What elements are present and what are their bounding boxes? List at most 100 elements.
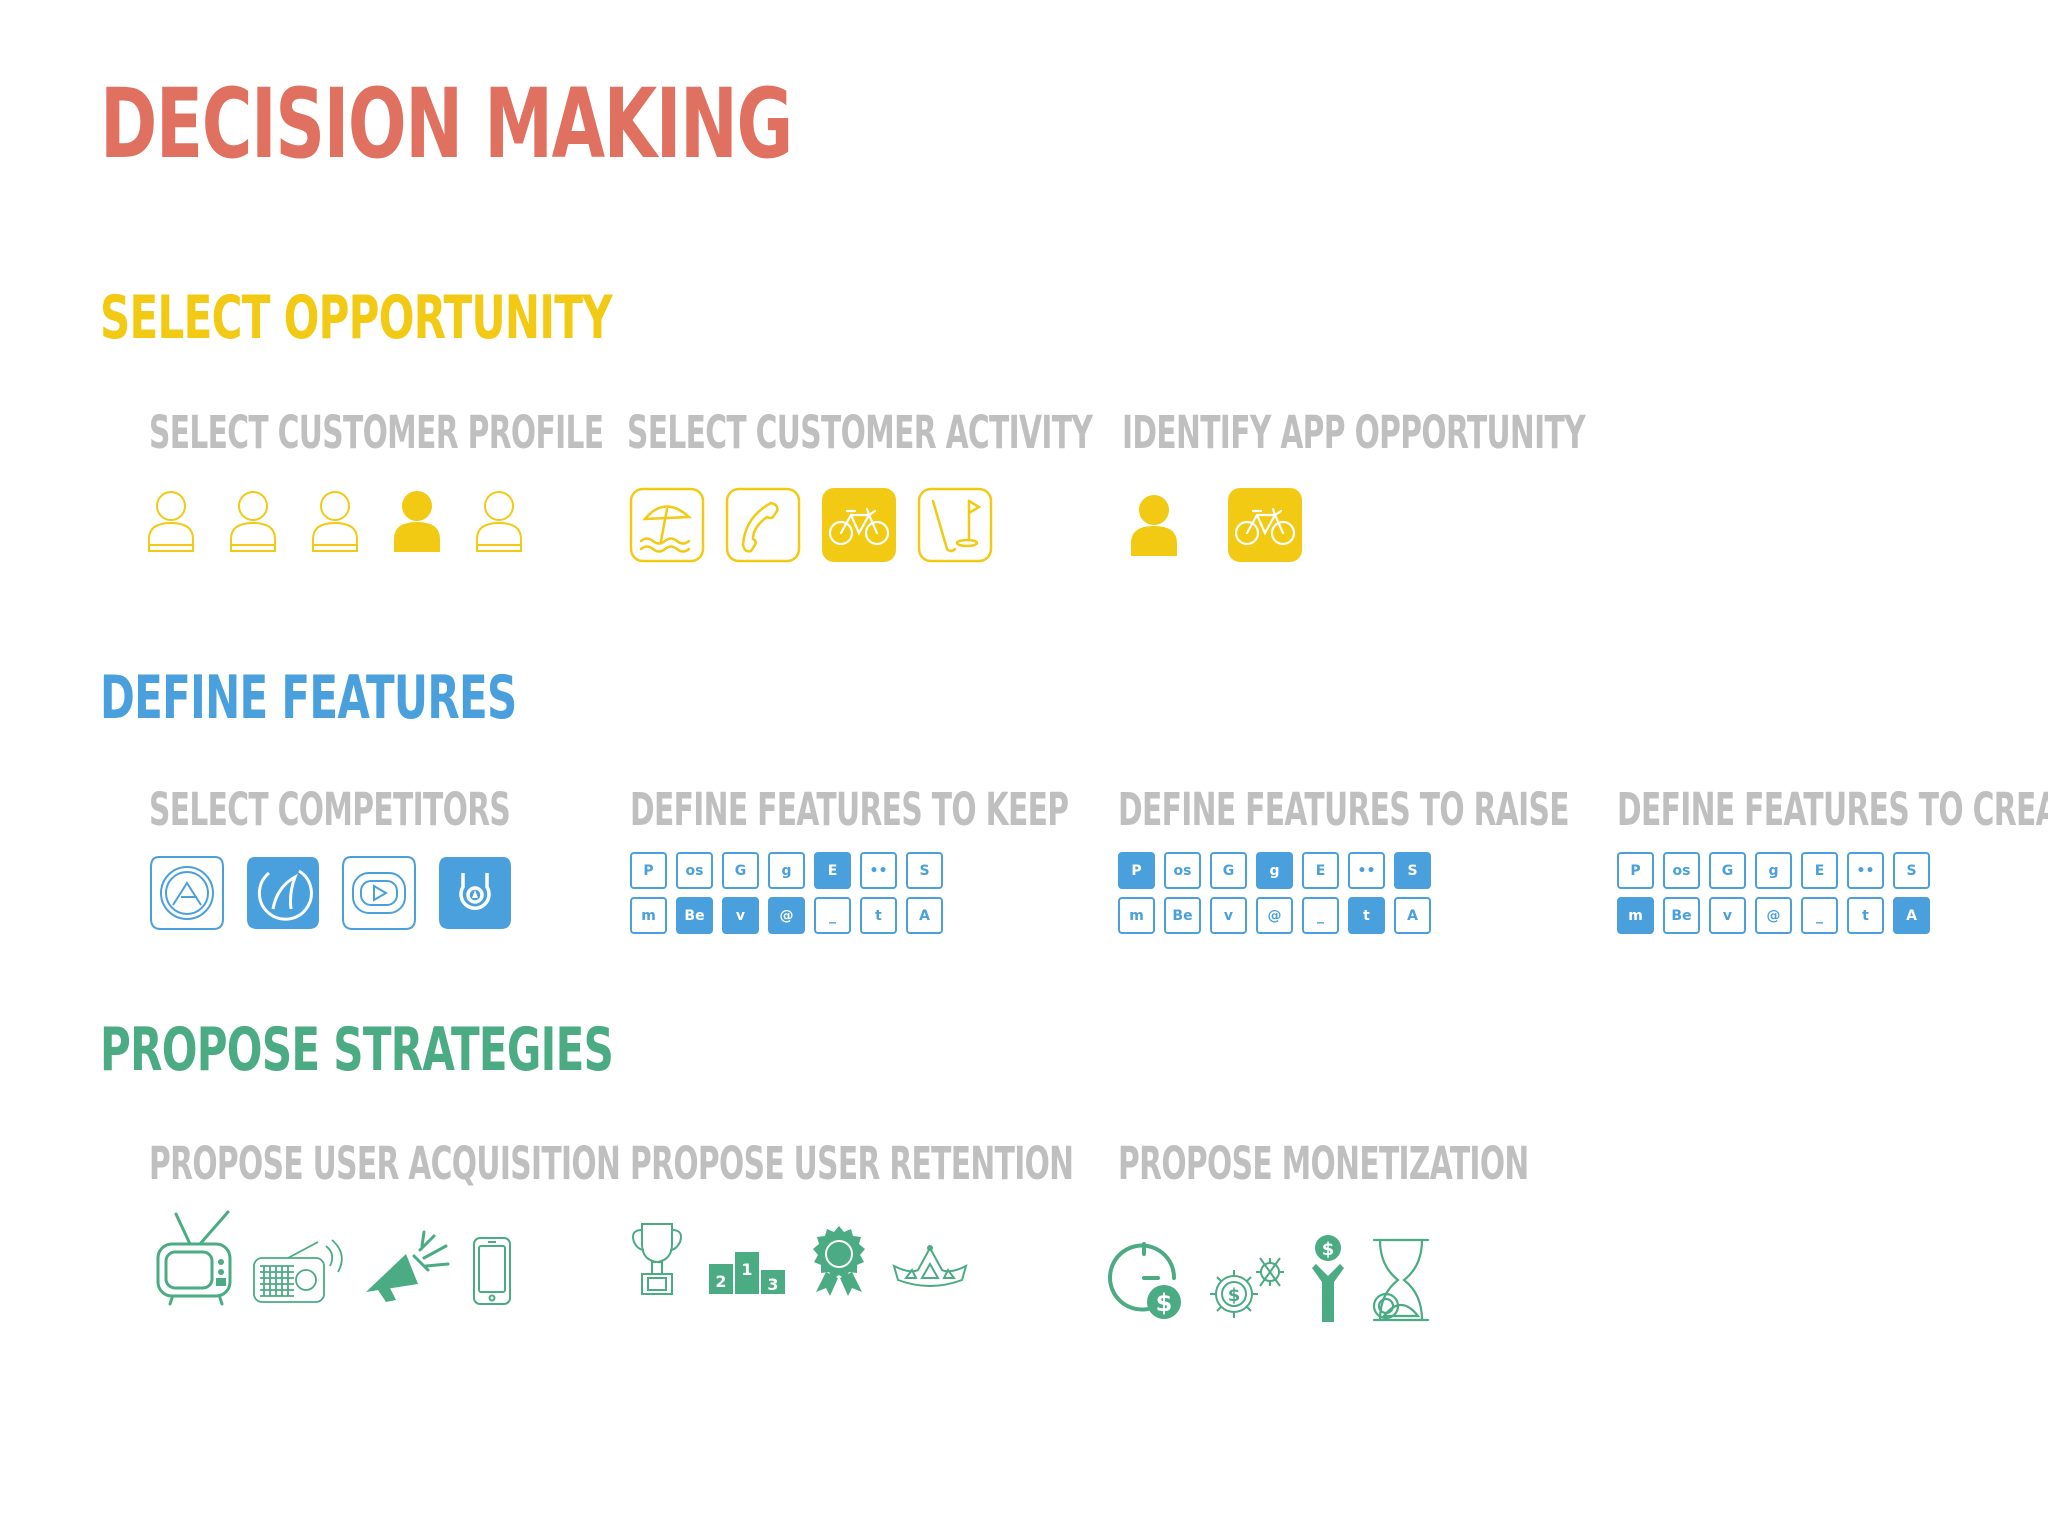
- subheading-user-acquisition: PROPOSE USER ACQUISITION: [149, 1137, 621, 1190]
- flickr-icon[interactable]: ••: [1348, 852, 1385, 889]
- vimeo-icon[interactable]: v: [722, 897, 759, 934]
- radio-icon[interactable]: [252, 1236, 344, 1306]
- podium-icon[interactable]: 213: [708, 1246, 786, 1296]
- google-icon[interactable]: G: [722, 852, 759, 889]
- evernote-icon[interactable]: E: [1801, 852, 1838, 889]
- lastfm-icon[interactable]: os: [1663, 852, 1700, 889]
- tumblr-icon[interactable]: t: [1847, 897, 1884, 934]
- tumblr-icon[interactable]: t: [1348, 897, 1385, 934]
- skype-icon[interactable]: S: [1893, 852, 1930, 889]
- page-title: DECISION MAKING: [100, 68, 793, 180]
- tumblr-icon[interactable]: t: [860, 897, 897, 934]
- vimeo-icon[interactable]: v: [1709, 897, 1746, 934]
- mobile-phone-icon[interactable]: [470, 1236, 514, 1306]
- google-icon[interactable]: G: [1709, 852, 1746, 889]
- google-plus-icon[interactable]: g: [1755, 852, 1792, 889]
- person-outline-icon[interactable]: [474, 489, 524, 553]
- forrst-icon[interactable]: A: [1394, 897, 1431, 934]
- person-outline-icon[interactable]: [146, 489, 196, 553]
- award-ribbon-icon[interactable]: [808, 1224, 870, 1296]
- subheading-select-customer-activity: SELECT CUSTOMER ACTIVITY: [627, 406, 1093, 459]
- tv-icon[interactable]: [154, 1210, 234, 1306]
- section-heading-propose-strategies: PROPOSE STRATEGIES: [100, 1015, 614, 1085]
- myspace-icon[interactable]: m: [1118, 897, 1155, 934]
- golf-icon[interactable]: [917, 487, 993, 563]
- stumbleupon-icon[interactable]: @: [1256, 897, 1293, 934]
- podium-label-first: 1: [741, 1260, 752, 1279]
- hourglass-icon[interactable]: [1366, 1236, 1436, 1324]
- podium-label-second: 2: [715, 1272, 726, 1291]
- google-icon[interactable]: G: [1210, 852, 1247, 889]
- person-outline-icon[interactable]: [228, 489, 278, 553]
- dollar-sign: $: [1322, 1239, 1335, 1260]
- beach-umbrella-icon[interactable]: [629, 487, 705, 563]
- behance-icon[interactable]: Be: [1663, 897, 1700, 934]
- trophy-icon[interactable]: [628, 1220, 686, 1296]
- subheading-features-to-keep: DEFINE FEATURES TO KEEP: [630, 783, 1069, 836]
- clock-dollar-icon[interactable]: $: [1108, 1240, 1188, 1324]
- pinterest-icon[interactable]: P: [1617, 852, 1654, 889]
- lastfm-icon[interactable]: os: [676, 852, 713, 889]
- podium-label-third: 3: [767, 1275, 778, 1294]
- phone-icon[interactable]: [725, 487, 801, 563]
- subheading-select-competitors: SELECT COMPETITORS: [149, 783, 511, 836]
- section-heading-select-opportunity: SELECT OPPORTUNITY: [100, 283, 613, 353]
- customer-activity-options: [629, 487, 993, 563]
- customer-profile-options: [146, 489, 524, 553]
- behance-icon[interactable]: Be: [676, 897, 713, 934]
- gear-dollar-icon[interactable]: $: [1204, 1248, 1290, 1324]
- dollar-sign: $: [1156, 1289, 1173, 1317]
- pinterest-icon[interactable]: P: [630, 852, 667, 889]
- competitor-3-icon[interactable]: [339, 853, 419, 933]
- megaphone-icon[interactable]: [362, 1230, 452, 1306]
- flickr-icon[interactable]: ••: [860, 852, 897, 889]
- behance-icon[interactable]: Be: [1164, 897, 1201, 934]
- pinterest-icon[interactable]: P: [1118, 852, 1155, 889]
- skype-icon[interactable]: S: [1394, 852, 1431, 889]
- subheading-features-to-raise: DEFINE FEATURES TO RAISE: [1118, 783, 1570, 836]
- forrst-icon[interactable]: A: [906, 897, 943, 934]
- delicious-icon[interactable]: _: [1302, 897, 1339, 934]
- google-plus-icon[interactable]: g: [1256, 852, 1293, 889]
- competitor-4-icon[interactable]: [435, 853, 515, 933]
- subheading-monetization: PROPOSE MONETIZATION: [1118, 1137, 1529, 1190]
- lastfm-icon[interactable]: os: [1164, 852, 1201, 889]
- evernote-icon[interactable]: E: [1302, 852, 1339, 889]
- subheading-user-retention: PROPOSE USER RETENTION: [630, 1137, 1074, 1190]
- competitor-2-icon[interactable]: [243, 853, 323, 933]
- subheading-select-customer-profile: SELECT CUSTOMER PROFILE: [149, 406, 604, 459]
- bicycle-icon: [1228, 488, 1302, 562]
- stumbleupon-icon[interactable]: @: [768, 897, 805, 934]
- app-opportunity-result: [1129, 487, 1303, 563]
- crown-icon[interactable]: [892, 1244, 968, 1296]
- stumbleupon-icon[interactable]: @: [1755, 897, 1792, 934]
- flickr-icon[interactable]: ••: [1847, 852, 1884, 889]
- google-plus-icon[interactable]: g: [768, 852, 805, 889]
- delicious-icon[interactable]: _: [814, 897, 851, 934]
- vimeo-icon[interactable]: v: [1210, 897, 1247, 934]
- delicious-icon[interactable]: _: [1801, 897, 1838, 934]
- evernote-icon[interactable]: E: [814, 852, 851, 889]
- competitor-1-icon[interactable]: [147, 853, 227, 933]
- person-filled-icon[interactable]: [392, 489, 442, 553]
- user-acquisition-options: [154, 1210, 514, 1306]
- person-outline-icon[interactable]: [310, 489, 360, 553]
- section-heading-define-features: DEFINE FEATURES: [100, 663, 517, 733]
- person-dollar-icon[interactable]: $: [1306, 1232, 1350, 1324]
- subheading-identify-app-opportunity: IDENTIFY APP OPPORTUNITY: [1122, 406, 1586, 459]
- myspace-icon[interactable]: m: [630, 897, 667, 934]
- myspace-icon[interactable]: m: [1617, 897, 1654, 934]
- forrst-icon[interactable]: A: [1893, 897, 1930, 934]
- bicycle-icon[interactable]: [821, 487, 897, 563]
- skype-icon[interactable]: S: [906, 852, 943, 889]
